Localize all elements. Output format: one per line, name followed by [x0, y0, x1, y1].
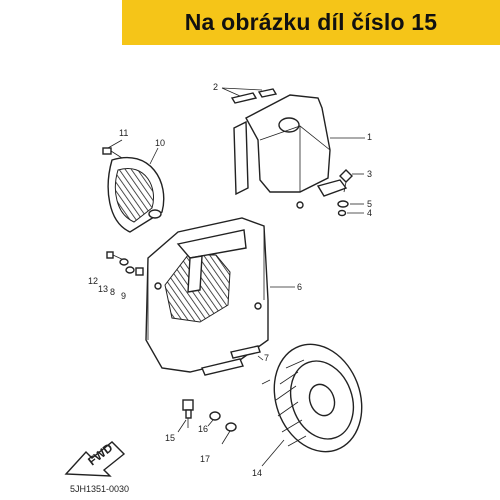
callout-7: 7 [264, 353, 269, 363]
fwd-arrow: FWD [64, 440, 126, 477]
callout-13: 13 [98, 284, 108, 294]
callout-8: 8 [110, 287, 115, 297]
fan-cover-part [107, 147, 165, 233]
callout-12: 12 [88, 276, 98, 286]
callout-10: 10 [155, 138, 165, 148]
callout-14: 14 [252, 468, 262, 478]
callout-11: 11 [119, 128, 128, 138]
fan-housing-part [145, 217, 295, 373]
seal-part-7 [201, 345, 264, 376]
diagram-code: 5JH1351-0030 [70, 484, 129, 494]
flywheel-fan-part [261, 343, 363, 453]
callout-2: 2 [213, 82, 218, 92]
banner-title: Na obrázku díl číslo 15 [184, 9, 438, 35]
washer-part-8 [125, 266, 135, 274]
bolt-part-15 [182, 399, 194, 428]
callout-6: 6 [297, 282, 302, 292]
callout-4: 4 [367, 208, 372, 218]
title-banner: Na obrázku díl číslo 15 [122, 0, 500, 45]
callout-17: 17 [200, 454, 210, 464]
grommet-part-4 [337, 209, 364, 217]
washer-part-16 [207, 411, 221, 427]
callout-15: 15 [165, 433, 175, 443]
collar-part-5 [337, 200, 364, 208]
washer-part-17 [221, 422, 237, 445]
callout-1: 1 [367, 132, 372, 142]
callout-3: 3 [367, 169, 372, 179]
callout-5: 5 [367, 199, 372, 209]
callout-9: 9 [121, 291, 126, 301]
washer-part-13 [119, 258, 129, 266]
air-shroud-part [233, 94, 365, 209]
callout-16: 16 [198, 424, 208, 434]
nut-part-9 [135, 267, 144, 276]
seal-strips-part [221, 87, 278, 104]
screw-part-11 [102, 139, 123, 159]
bolt-part-3 [339, 169, 364, 193]
